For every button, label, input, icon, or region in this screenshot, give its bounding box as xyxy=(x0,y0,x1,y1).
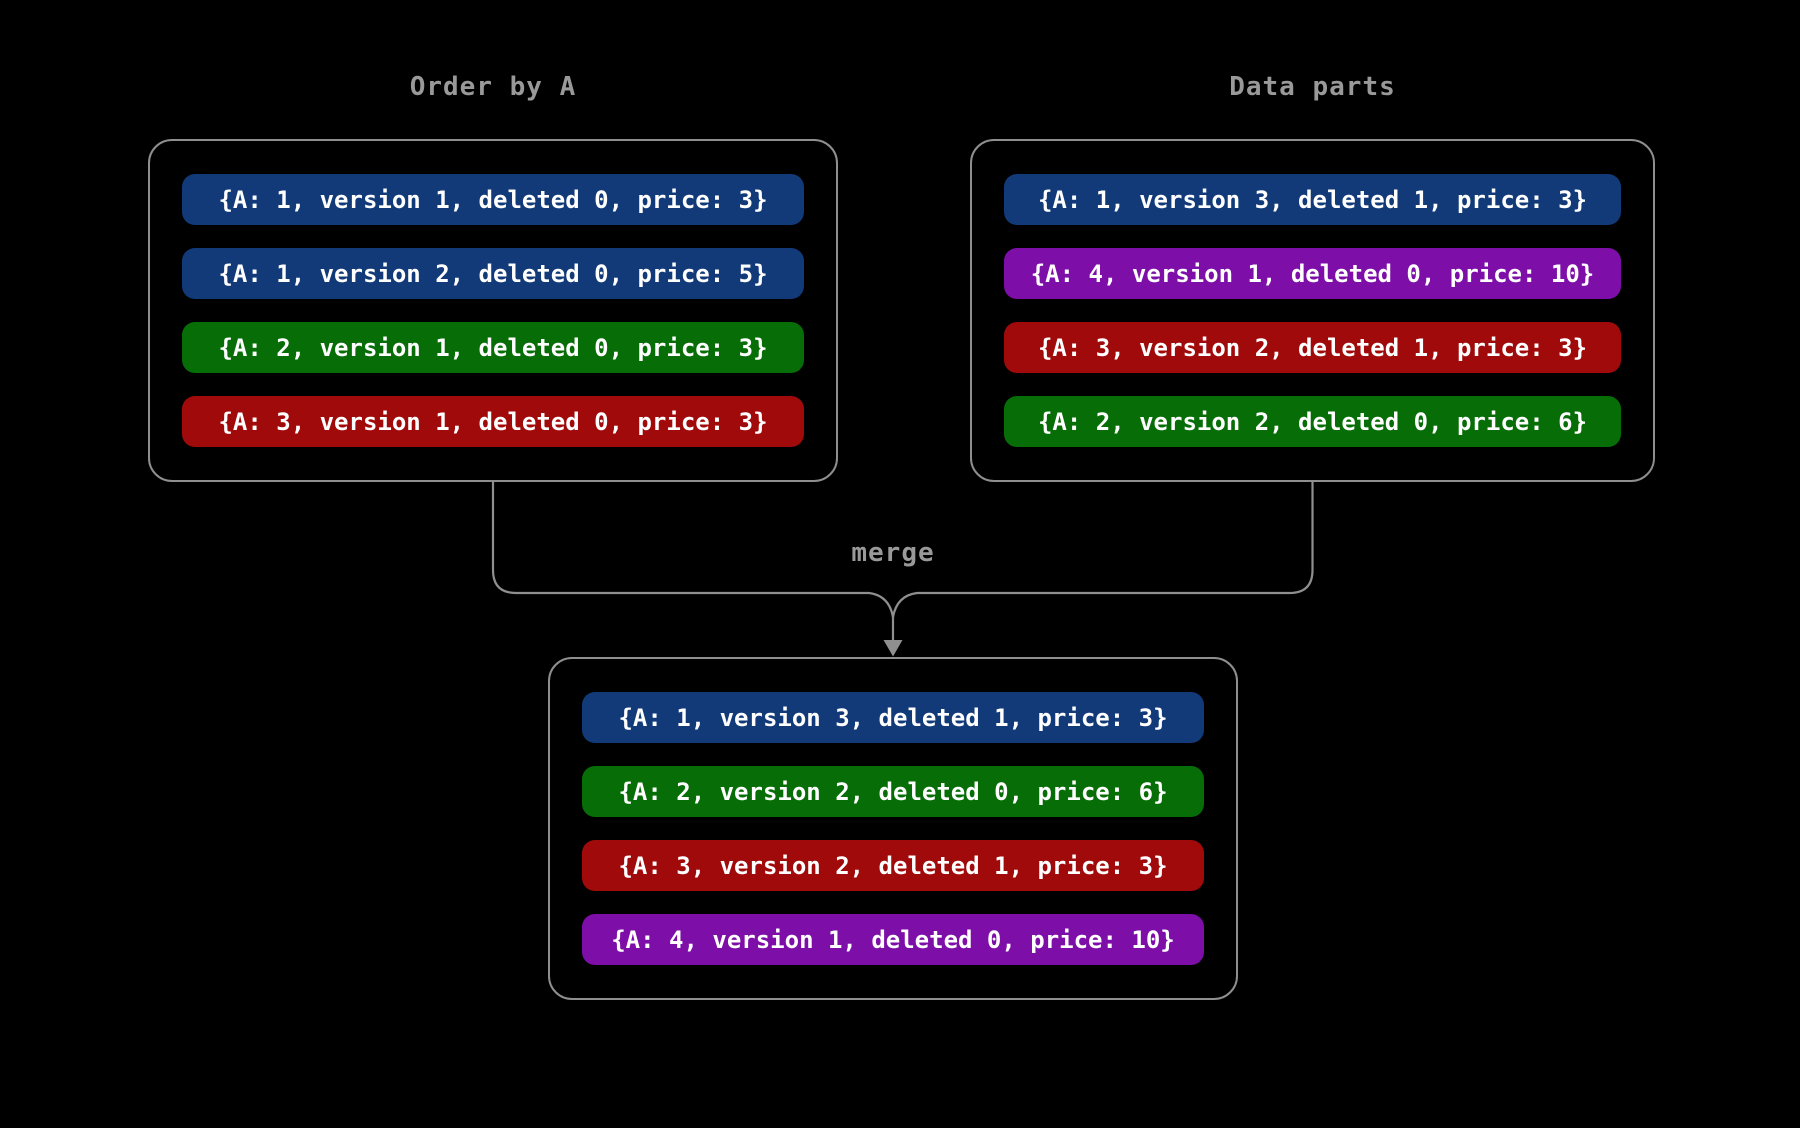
data-row: {A: 3, version 1, deleted 0, price: 3} xyxy=(182,396,804,447)
order-by-a-title: Order by A xyxy=(409,72,577,102)
data-row: {A: 3, version 2, deleted 1, price: 3} xyxy=(582,840,1204,891)
order-by-a-box: {A: 1, version 1, deleted 0, price: 3} {… xyxy=(148,139,838,482)
data-row: {A: 2, version 2, deleted 0, price: 6} xyxy=(1004,396,1621,447)
data-row: {A: 2, version 1, deleted 0, price: 3} xyxy=(182,322,804,373)
data-row: {A: 4, version 1, deleted 0, price: 10} xyxy=(582,914,1204,965)
data-row: {A: 1, version 3, deleted 1, price: 3} xyxy=(1004,174,1621,225)
arrowhead-icon xyxy=(883,640,903,657)
merged-result-box: {A: 1, version 3, deleted 1, price: 3} {… xyxy=(548,657,1238,1000)
data-row: {A: 3, version 2, deleted 1, price: 3} xyxy=(1004,322,1621,373)
data-row: {A: 4, version 1, deleted 0, price: 10} xyxy=(1004,248,1621,299)
data-parts-box: {A: 1, version 3, deleted 1, price: 3} {… xyxy=(970,139,1655,482)
data-row: {A: 2, version 2, deleted 0, price: 6} xyxy=(582,766,1204,817)
data-row: {A: 1, version 2, deleted 0, price: 5} xyxy=(182,248,804,299)
data-parts-title: Data parts xyxy=(1229,72,1396,102)
data-row: {A: 1, version 3, deleted 1, price: 3} xyxy=(582,692,1204,743)
merge-label: merge xyxy=(851,538,935,568)
data-row: {A: 1, version 1, deleted 0, price: 3} xyxy=(182,174,804,225)
